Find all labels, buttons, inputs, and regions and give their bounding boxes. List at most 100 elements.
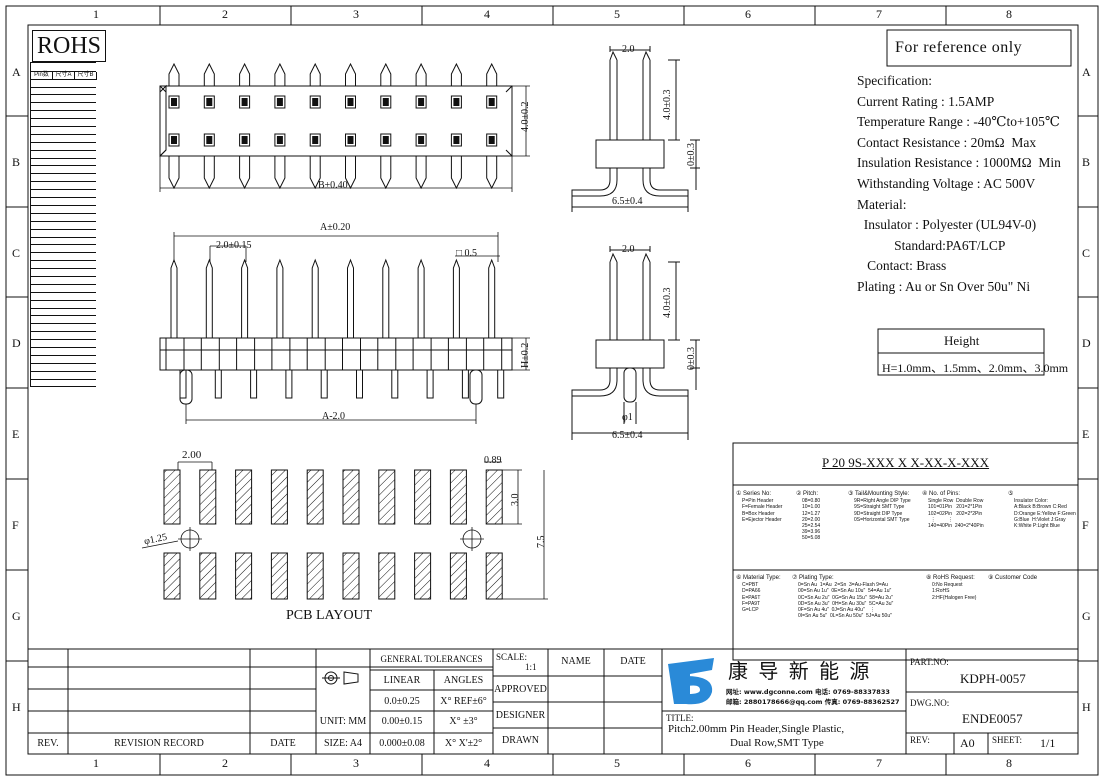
pcb-pad-top: [163, 469, 181, 525]
pin-dimension-table: Pin数尺寸A尺寸B2×1-2.02×22.04.02×34.06.02×46.…: [30, 62, 97, 388]
top-pin-pad: [380, 133, 392, 147]
pin-table-row: 2×58.010.0: [30, 103, 96, 112]
legend-item: 00=Sn Au 1u" 0E=Sn Au 10u" 54=Au 1u": [798, 588, 892, 595]
pin-table-row: 2×46.08.0: [30, 95, 96, 104]
dwg-no-label: DWG.NO:: [910, 698, 950, 708]
general-tolerances: GENERAL TOLERANCES: [380, 654, 483, 664]
legend-item: B=Box Header: [742, 510, 775, 517]
pin-table-row: 2×3772.074.0: [30, 355, 96, 364]
pcb-pads: [163, 469, 503, 600]
pin-table-header-cell: Pin数: [31, 72, 53, 80]
legend-item: E=PA6T: [742, 594, 761, 601]
row-label-b-r: B: [1082, 155, 1091, 169]
legend-title: ② Pitch:: [796, 491, 819, 497]
top-pin-bottom: [274, 156, 286, 190]
row-label-b: B: [12, 155, 21, 169]
name-header: NAME: [561, 656, 591, 667]
pcb-pad-bottom: [163, 552, 181, 600]
unit-label: UNIT: MM: [319, 716, 367, 727]
top-pin-pad: [486, 133, 498, 147]
legend-item: 10=1.00: [802, 504, 821, 511]
spec-line: Contact Resistance : 20mΩ Max: [857, 134, 1037, 150]
revision-record-label: REVISION RECORD: [114, 738, 204, 749]
part-code: P 20 9S-XXX X X-XX-X-XXX: [822, 455, 990, 470]
legend-item: 101=01Pin 201=2*1Pin: [928, 504, 983, 511]
pin-table-row: 2×2854.056.0: [30, 284, 96, 293]
col-label-4: 4: [484, 7, 490, 21]
top-pin: [486, 62, 498, 86]
rev-date-label: DATE: [270, 738, 296, 749]
dim-front-a: A±0.20: [320, 222, 351, 233]
top-pin-core: [276, 98, 283, 106]
top-pin-pad: [486, 95, 498, 109]
legend-item: 50=5.08: [802, 535, 821, 542]
row-label-d: D: [12, 336, 21, 350]
size-label: SIZE: A4: [323, 738, 363, 749]
col-label-7b: 7: [876, 756, 882, 770]
angles-header: ANGLES: [443, 675, 484, 686]
pin-table-row: 2×1630.032.0: [30, 190, 96, 199]
legend-item: 0F=Sn Au 4u" 0J=Sn Au 40u" ⋮: [798, 607, 876, 614]
front-peg: [469, 369, 483, 405]
top-pin-core: [276, 136, 283, 144]
top-pin-core: [171, 98, 177, 106]
dim-top-width: B±0.40: [318, 180, 348, 191]
top-pin-pad: [415, 95, 427, 109]
legend-title: ⑤: [1008, 491, 1014, 497]
legend-item: 20=2.00: [802, 516, 821, 523]
legend-item: G=LCP: [742, 607, 759, 614]
top-pin: [168, 62, 180, 86]
title-label: TITLE:: [666, 713, 694, 723]
top-pin-pad: [380, 95, 392, 109]
pin-table-row: 2×1834.036.0: [30, 205, 96, 214]
pin-table-row: 2×34.06.0: [30, 87, 96, 96]
rohs-mark: ROHS: [32, 30, 107, 62]
top-pin-core: [241, 98, 248, 106]
front-pin: [417, 258, 425, 338]
pin-table-row: 2×1528.030.0: [30, 182, 96, 191]
top-pin-core: [312, 98, 319, 106]
pin-table-row: 2×3364.066.0: [30, 324, 96, 333]
top-pin-pad: [345, 133, 356, 147]
pin-table-row: 2×2038.040.0: [30, 221, 96, 230]
top-pin-core: [382, 136, 389, 144]
pcb-pad-top: [235, 469, 253, 525]
row-label-a: A: [12, 65, 21, 79]
legend-group: ⑨ Customer Code: [988, 575, 1037, 582]
spec-line: Standard:PA6T/LCP: [857, 237, 1006, 253]
row-label-e: E: [12, 427, 20, 441]
row-label-g-r: G: [1082, 609, 1091, 623]
legend-item: P=Pin Header: [742, 498, 774, 505]
pin-table-row: 2×1324.026.0: [30, 166, 96, 175]
pcb-pad-bottom: [306, 552, 324, 600]
dim-side-top-h: 4.0±0.3: [662, 89, 673, 121]
front-pin-body: [236, 337, 256, 371]
front-pin-body: [412, 337, 432, 371]
front-pin-tail: [285, 369, 293, 399]
top-pin-pad: [239, 95, 251, 109]
pcb-pad-top: [270, 469, 288, 525]
pcb-pad-bottom: [270, 552, 288, 600]
pin-table-row: 2×3976.078.0: [30, 371, 96, 380]
legend-item: 0=Sn Au 1=Au 2=Sn 3=Au-Flash 9=Au: [798, 582, 888, 589]
front-pin-body: [447, 337, 467, 371]
spec-line: Specification:: [857, 73, 932, 88]
top-view-pins: [168, 62, 498, 190]
col-label-1b: 1: [93, 756, 99, 770]
dim-side-bot-d: 0±0.3: [686, 347, 697, 370]
pcb-pad-bottom: [342, 552, 360, 600]
front-pin: [382, 258, 390, 338]
legend-item: 2:HF(Halogen Free): [932, 594, 977, 601]
top-pin-pad: [274, 95, 286, 109]
pin-table-row: 2×2650.052.0: [30, 269, 96, 277]
pin-table-row: 2×712.014.0: [30, 119, 96, 128]
side-view-bottom: [571, 246, 700, 440]
pin-table-row: 2×610.012.0: [30, 111, 96, 120]
pcb-pad-top: [342, 469, 360, 525]
front-pin-body: [271, 337, 291, 371]
